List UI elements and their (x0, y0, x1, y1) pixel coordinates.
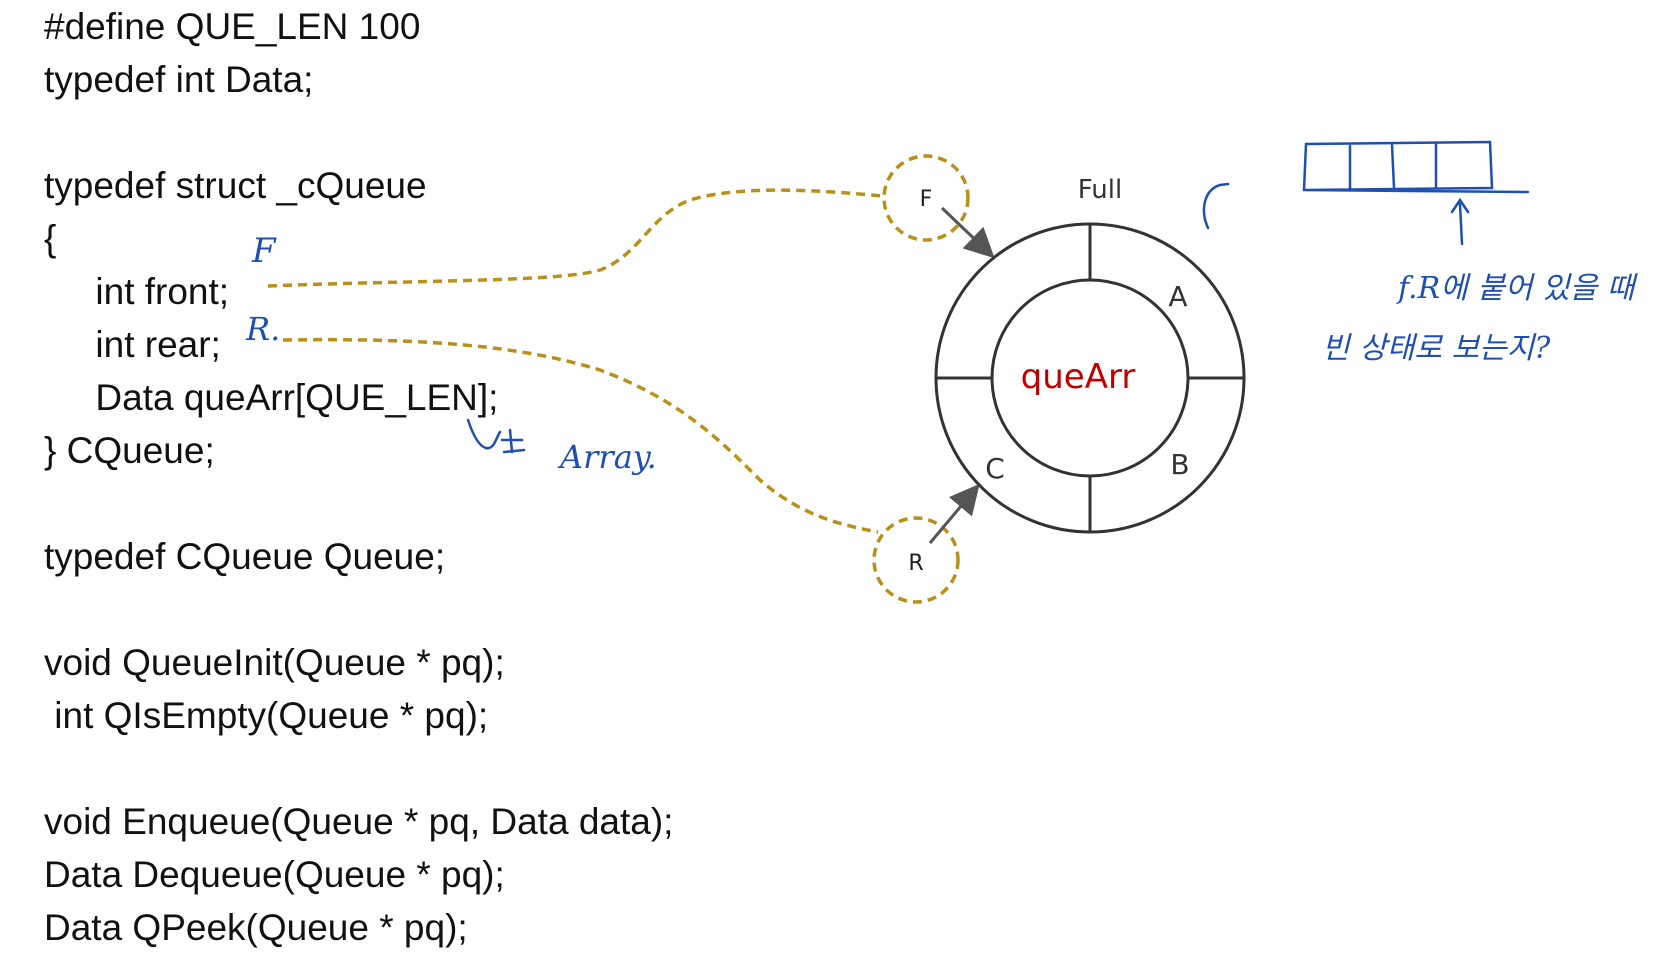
rear-marker-label: R (908, 551, 923, 576)
code-line: #define QUE_LEN 100 (44, 6, 421, 47)
code-line: void QueueInit(Queue * pq); (44, 642, 505, 683)
code-listing: #define QUE_LEN 100 typedef int Data; ty… (44, 0, 673, 954)
slot-b-label: B (1170, 448, 1189, 481)
slot-a-label: A (1168, 280, 1187, 313)
code-line: } CQueue; (44, 430, 215, 471)
code-line: typedef int Data; (44, 59, 314, 100)
code-line: void Enqueue(Queue * pq, Data data); (44, 801, 674, 842)
array-note: Array. (557, 438, 657, 476)
code-line: typedef CQueue Queue; (44, 536, 446, 577)
note-line-1: f.R에 붙어 있을 때 (1396, 271, 1639, 306)
rear-connector-line (282, 337, 879, 534)
front-note: F (251, 231, 277, 271)
front-pointer-arrow (940, 206, 995, 259)
code-line: { (44, 218, 57, 259)
rear-pointer-arrow (928, 483, 980, 544)
code-line: int rear; (44, 324, 221, 365)
sketch-up-arrow (1450, 197, 1470, 246)
sketched-array (1302, 140, 1530, 194)
code-line: Data QPeek(Queue * pq); (44, 907, 468, 948)
code-line: int front; (44, 271, 230, 312)
center-label: queArr (1021, 357, 1136, 397)
slot-c-label: C (985, 452, 1005, 485)
front-connector-line (267, 188, 883, 288)
front-marker-label: F (920, 187, 933, 212)
rear-note: R. (245, 310, 280, 348)
code-line: Data Dequeue(Queue * pq); (44, 854, 505, 895)
hook-mark (1202, 182, 1230, 230)
code-line: Data queArr[QUE_LEN]; (44, 377, 499, 418)
code-line: int QIsEmpty(Queue * pq); (44, 695, 489, 736)
code-line: typedef struct _cQueue (44, 165, 427, 206)
handwritten-squiggle (466, 418, 526, 454)
front-marker-circle (882, 154, 970, 242)
full-label: Full (1078, 175, 1122, 205)
rear-marker-circle (872, 516, 960, 604)
note-line-2: 빈 상태로 보는지? (1322, 331, 1551, 366)
